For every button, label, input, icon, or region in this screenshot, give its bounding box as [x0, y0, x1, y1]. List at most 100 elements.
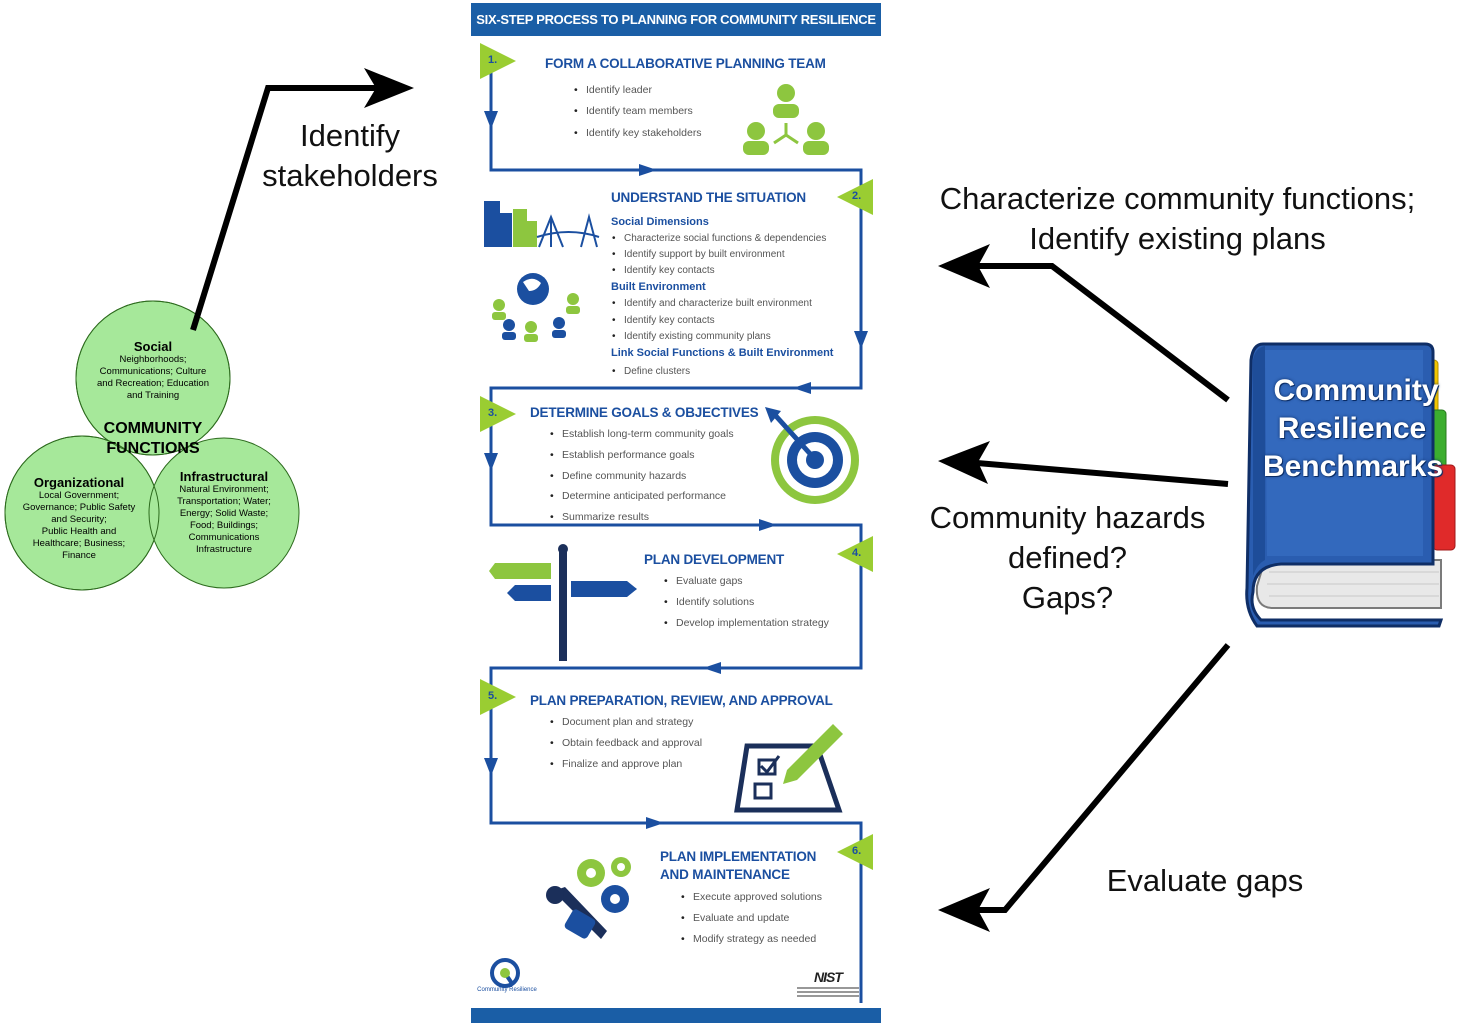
step-2-title: UNDERSTAND THE SITUATION	[611, 190, 806, 205]
step-1-bullet: Identify team members	[574, 105, 693, 117]
identify-stakeholders-label: Identify stakeholders	[240, 116, 460, 196]
organizational-line: Public Health and	[41, 526, 117, 537]
step-2-section-title: Built Environment	[611, 281, 706, 293]
process-flow-lines	[480, 43, 873, 1003]
step-2-section-title: Social Dimensions	[611, 216, 709, 228]
step-2-bullet: Identify key contacts	[612, 265, 715, 276]
infrastructural-line: Food; Buildings;	[189, 520, 259, 531]
nist-logo: NIST	[814, 969, 843, 985]
step-6-bullet: Evaluate and update	[681, 912, 789, 924]
arrowhead	[938, 244, 990, 288]
community-resilience-logo-text: Community Resilience	[477, 987, 537, 993]
social-line: and Recreation; Education	[97, 378, 209, 389]
step-4-bullet: Identify solutions	[664, 596, 754, 608]
step-6-bullet: Execute approved solutions	[681, 891, 822, 903]
tools-gears-icon	[546, 857, 631, 939]
hazards-line1: Community hazards	[929, 500, 1206, 535]
organizational-line: Local Government;	[38, 490, 120, 501]
identify-stakeholders-line1: Identify	[300, 118, 400, 153]
social-line: Neighborhoods;	[119, 354, 187, 365]
social-line: Communications; Culture	[99, 366, 207, 377]
team-people-icon	[743, 84, 829, 155]
hazards-line3: Gaps?	[1021, 580, 1114, 615]
infrastructural-line: Communications	[188, 532, 260, 543]
infrastructural-segment: Infrastructural Natural Environment; Tra…	[160, 469, 288, 556]
step-3-bullet: Determine anticipated performance	[550, 490, 726, 502]
step-6-title-line1: PLAN IMPLEMENTATION	[660, 849, 817, 864]
step-2-section-title: Link Social Functions & Built Environmen…	[611, 347, 834, 359]
step-5-number: 5.	[488, 690, 498, 702]
social-title: Social	[133, 339, 173, 354]
infrastructural-line: Infrastructure	[196, 544, 252, 555]
identify-stakeholders-line2: stakeholders	[262, 158, 438, 193]
step-1-bullet: Identify leader	[574, 84, 652, 96]
infrastructural-circle	[148, 437, 300, 589]
signpost-icon	[489, 544, 637, 661]
city-globe-icon	[484, 201, 600, 342]
step-1-title: FORM A COLLABORATIVE PLANNING TEAM	[545, 56, 826, 71]
six-step-infographic: SIX-STEP PROCESS TO PLANNING FOR COMMUNI…	[471, 3, 881, 1023]
infrastructural-line: Transportation; Water;	[177, 496, 271, 507]
step-2-bullet: Define clusters	[612, 366, 690, 377]
infographic-header: SIX-STEP PROCESS TO PLANNING FOR COMMUNI…	[471, 3, 881, 36]
step-2-bullet: Identify and characterize built environm…	[612, 298, 812, 309]
book-title-line2: Resilience	[1277, 412, 1427, 445]
step-2-bullet: Identify existing community plans	[612, 331, 771, 342]
step-2-bullet: Identify key contacts	[612, 315, 715, 326]
characterize-functions-label: Characterize community functions; Identi…	[905, 179, 1450, 259]
organizational-segment: Organizational Local Government; Governa…	[8, 475, 150, 562]
step-5-bullet: Document plan and strategy	[550, 716, 693, 728]
infographic-footer-bar	[471, 1008, 881, 1023]
infrastructural-line: Energy; Solid Waste;	[179, 508, 269, 519]
step-4-bullet: Evaluate gaps	[664, 575, 742, 587]
organizational-title: Organizational	[33, 475, 125, 490]
infrastructural-title: Infrastructural	[179, 469, 269, 484]
step-5-bullet: Obtain feedback and approval	[550, 737, 702, 749]
book-illustration	[1245, 342, 1456, 628]
step-1-number: 1.	[488, 54, 498, 66]
step-3-bullet: Summarize results	[550, 511, 649, 523]
arrowhead	[938, 888, 990, 932]
step-3-number: 3.	[488, 407, 498, 419]
social-line: and Training	[126, 390, 180, 401]
step-6-title-line2: AND MAINTENANCE	[660, 867, 790, 882]
step-6-bullet: Modify strategy as needed	[681, 933, 816, 945]
step-2-bullet: Characterize social functions & dependen…	[612, 233, 826, 244]
community-resilience-benchmarks-book: Community Resilience Benchmarks	[1243, 340, 1458, 630]
step-5-title: PLAN PREPARATION, REVIEW, AND APPROVAL	[530, 693, 833, 708]
social-segment: Social Neighborhoods; Communications; Cu…	[83, 339, 223, 402]
target-icon	[765, 407, 859, 504]
arrowhead	[938, 441, 990, 484]
step-3-title: DETERMINE GOALS & OBJECTIVES	[530, 405, 759, 420]
community-resilience-logo	[490, 958, 520, 988]
book-title-line1: Community	[1273, 374, 1439, 407]
step-3-bullet: Establish performance goals	[550, 449, 694, 461]
organizational-line: and Security;	[51, 514, 107, 525]
venn-center-title: COMMUNITY FUNCTIONS	[78, 419, 228, 459]
checklist-icon	[734, 724, 843, 813]
infrastructural-line: Natural Environment;	[179, 484, 269, 495]
hazards-line2: defined?	[1008, 540, 1127, 575]
hazards-defined-label: Community hazards defined? Gaps?	[905, 498, 1230, 618]
venn-center-title-line2: FUNCTIONS	[106, 440, 200, 457]
venn-center-title-line1: COMMUNITY	[103, 420, 203, 437]
step-1-bullet: Identify key stakeholders	[574, 127, 702, 139]
organizational-line: Healthcare; Business;	[32, 538, 126, 549]
characterize-line2: Identify existing plans	[1029, 221, 1326, 256]
step-3-bullet: Define community hazards	[550, 470, 686, 482]
evaluate-gaps-label: Evaluate gaps	[1106, 863, 1304, 898]
step-4-title: PLAN DEVELOPMENT	[644, 552, 785, 567]
step-4-bullet: Develop implementation strategy	[664, 617, 829, 629]
organizational-line: Governance; Public Safety	[22, 502, 136, 513]
step-3-bullet: Establish long-term community goals	[550, 428, 734, 440]
arrow-identify-stakeholders	[190, 85, 392, 331]
step-5-bullet: Finalize and approve plan	[550, 758, 682, 770]
arrowhead	[364, 68, 414, 108]
step-2-bullet: Identify support by built environment	[612, 249, 785, 260]
characterize-line1: Characterize community functions;	[939, 181, 1416, 216]
step-6-number: 6.	[852, 845, 862, 857]
organizational-line: Finance	[62, 550, 96, 561]
nist-logo-subtext	[797, 987, 859, 997]
arrow-evaluate-gaps	[965, 643, 1231, 913]
